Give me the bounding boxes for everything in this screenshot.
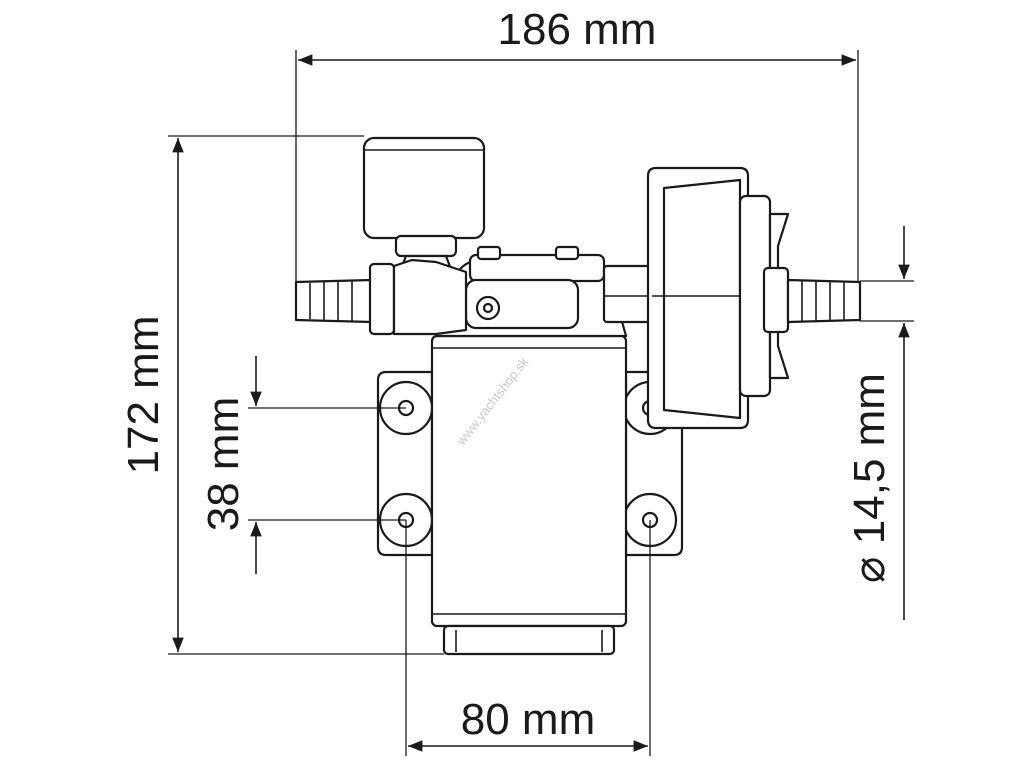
- label-hole-vertical-spacing: 38 mm: [199, 397, 248, 531]
- motor-body: [430, 334, 628, 656]
- label-port-diameter: ⌀ 14,5 mm: [845, 373, 894, 583]
- end-cap: [646, 166, 790, 430]
- pump-assembly: [294, 136, 862, 656]
- dimension-port-diameter: ⌀ 14,5 mm: [845, 226, 914, 620]
- dimension-hole-vertical-spacing: 38 mm: [199, 356, 406, 574]
- label-hole-horizontal-spacing: 80 mm: [461, 695, 595, 744]
- outlet-connector: [602, 264, 652, 324]
- dimension-overall-width: 186 mm: [295, 5, 859, 282]
- pressure-switch: [362, 136, 486, 274]
- dimension-overall-height: 172 mm: [119, 135, 444, 655]
- dimension-hole-horizontal-spacing: 80 mm: [405, 520, 651, 756]
- label-overall-width: 186 mm: [498, 5, 657, 54]
- outlet-port: [762, 266, 862, 334]
- inlet-port: [294, 258, 468, 336]
- label-overall-height: 172 mm: [119, 316, 168, 475]
